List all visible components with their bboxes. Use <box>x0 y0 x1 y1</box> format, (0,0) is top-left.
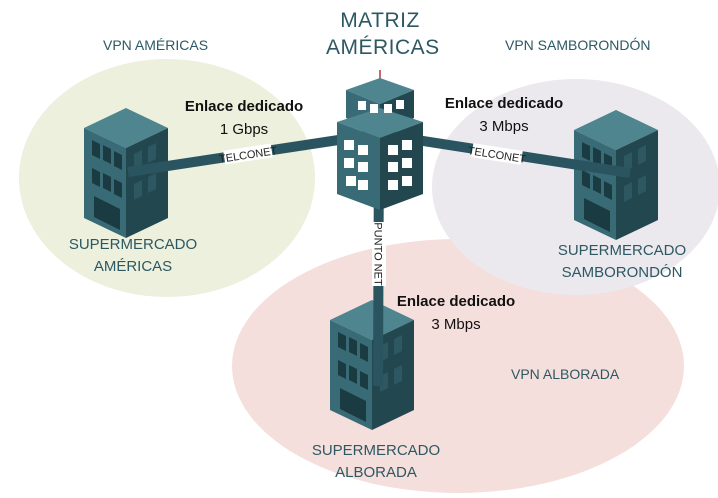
hq-title-line2: AMÉRICAS <box>326 36 440 59</box>
vpn-samborondon-label: VPN SAMBORONDÓN <box>505 37 651 53</box>
site-caption-americas-line1: SUPERMERCADO <box>68 236 198 253</box>
link-label-alborada: Enlace dedicado 3 Mbps <box>388 290 524 336</box>
link-title-alborada: Enlace dedicado <box>396 293 516 310</box>
site-caption-americas: SUPERMERCADO AMÉRICAS <box>58 234 208 278</box>
hq-title: MATRIZ AMÉRICAS <box>326 7 440 61</box>
provider-tag-alborada: PUNTO NET <box>372 222 386 286</box>
site-caption-alborada: SUPERMERCADO ALBORADA <box>301 440 451 484</box>
site-caption-samborondon-line1: SUPERMERCADO <box>557 242 687 259</box>
site-caption-alborada-line2: ALBORADA <box>335 464 417 481</box>
site-caption-americas-line2: AMÉRICAS <box>93 258 173 275</box>
vpn-alborada-label: VPN ALBORADA <box>511 366 620 382</box>
provider-label-alborada: PUNTO NET <box>372 222 384 286</box>
link-label-samborondon: Enlace dedicado 3 Mbps <box>436 92 572 138</box>
link-title-americas: Enlace dedicado <box>184 98 304 115</box>
site-caption-alborada-line1: SUPERMERCADO <box>311 442 441 459</box>
supermercado-americas-icon <box>84 108 168 238</box>
vpn-americas-label: VPN AMÉRICAS <box>103 37 209 53</box>
site-caption-samborondon-line2: SAMBORONDÓN <box>561 264 683 281</box>
link-speed-americas: 1 Gbps <box>219 121 269 138</box>
site-caption-samborondon: SUPERMERCADO SAMBORONDÓN <box>542 240 702 284</box>
link-label-americas: Enlace dedicado 1 Gbps <box>176 95 312 141</box>
link-speed-alborada: 3 Mbps <box>431 316 481 333</box>
link-title-samborondon: Enlace dedicado <box>444 95 564 112</box>
hq-title-line1: MATRIZ <box>340 9 420 32</box>
vpn-alborada-zone <box>232 239 684 493</box>
office-tower-icon <box>337 70 423 210</box>
link-speed-samborondon: 3 Mbps <box>479 118 529 135</box>
